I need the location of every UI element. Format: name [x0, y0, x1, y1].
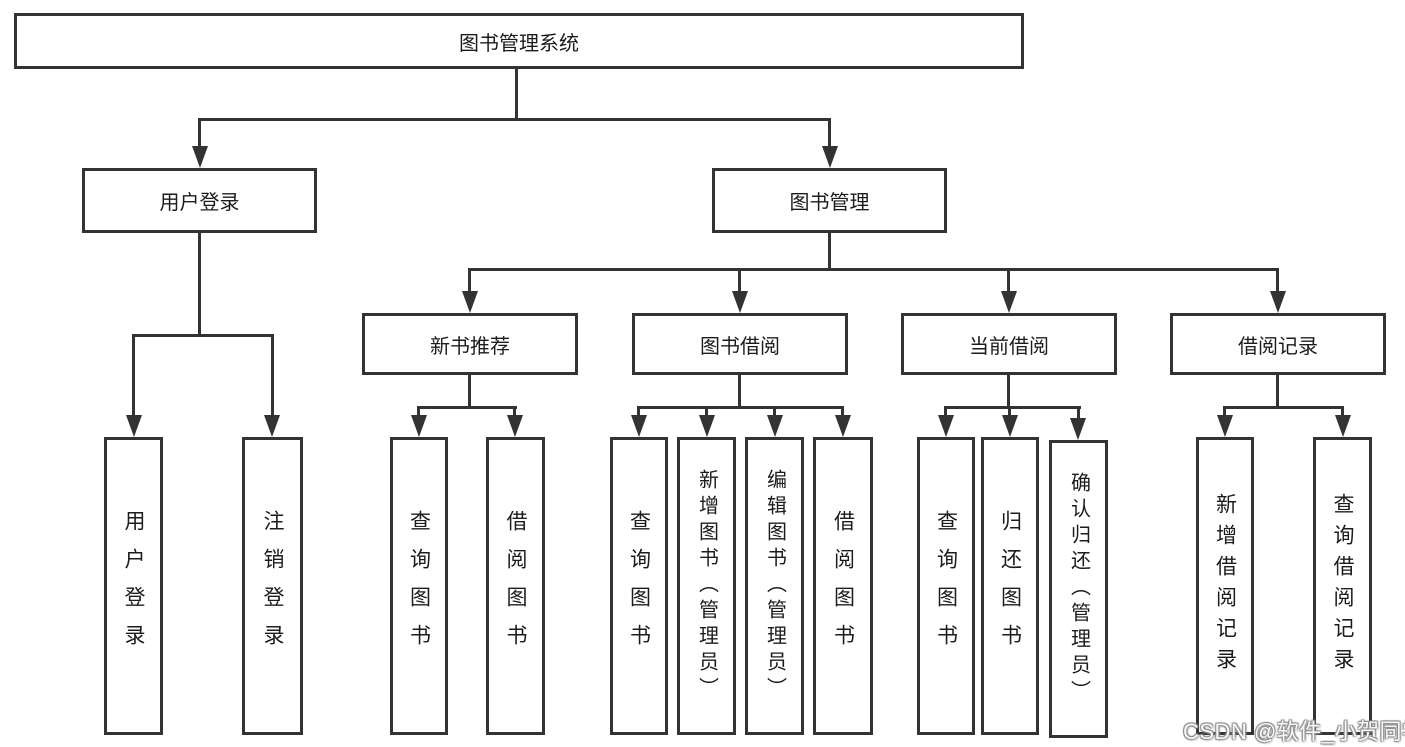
connector-line — [1223, 406, 1344, 409]
arrow-down-icon — [699, 415, 715, 437]
node-current-borrowing: 当前借阅 — [901, 313, 1117, 375]
connector-line — [515, 69, 518, 121]
arrow-down-icon — [938, 415, 954, 437]
connector-line — [1007, 375, 1010, 409]
node-label: 查询图书 — [627, 510, 651, 662]
arrow-down-icon — [192, 146, 208, 168]
connector-line — [705, 406, 708, 420]
node-label: 当前借阅 — [969, 335, 1049, 358]
arrow-down-icon — [1270, 291, 1286, 313]
connector-line — [738, 375, 741, 409]
connector-line — [198, 233, 201, 334]
node-label: 借阅图书 — [831, 510, 855, 662]
node-user-login: 用户登录 — [82, 168, 317, 233]
node-leaf-user-login: 用户登录 — [104, 437, 163, 735]
node-label: 查询借阅记录 — [1331, 493, 1354, 679]
node-leaf-query-borrow-record: 查询借阅记录 — [1313, 437, 1372, 735]
node-leaf-add-borrow-record: 新增借阅记录 — [1196, 437, 1254, 735]
connector-line — [1223, 406, 1226, 420]
arrow-down-icon — [264, 415, 280, 437]
node-leaf-borrow-books-recommend: 借阅图书 — [486, 437, 545, 735]
connector-line — [1341, 406, 1344, 420]
arrow-down-icon — [835, 415, 851, 437]
node-new-book-recommend: 新书推荐 — [362, 313, 578, 375]
node-label: 图书借阅 — [700, 335, 780, 358]
arrow-down-icon — [462, 291, 478, 313]
node-leaf-query-books-recommend: 查询图书 — [390, 437, 448, 735]
arrow-down-icon — [1070, 418, 1086, 440]
arrow-down-icon — [1335, 415, 1351, 437]
connector-line — [828, 118, 831, 152]
node-borrowing-records: 借阅记录 — [1170, 313, 1386, 375]
arrow-down-icon — [1217, 415, 1233, 437]
connector-line — [944, 406, 1081, 409]
connector-line — [1276, 375, 1279, 409]
node-leaf-confirm-return-admin: 确认归还（管理员） — [1049, 440, 1108, 738]
arrow-down-icon — [507, 415, 523, 437]
node-label: 编辑图书（管理员） — [763, 469, 786, 703]
node-label: 注销登录 — [261, 510, 284, 662]
connector-line — [468, 268, 1279, 271]
connector-line — [738, 268, 741, 294]
arrow-down-icon — [767, 415, 783, 437]
node-label: 确认归还（管理员） — [1067, 472, 1090, 706]
connector-line — [1276, 268, 1279, 294]
node-label: 新增借阅记录 — [1213, 493, 1237, 679]
arrow-down-icon — [822, 146, 838, 168]
arrow-down-icon — [126, 415, 142, 437]
connector-line — [468, 375, 471, 409]
node-leaf-query-books-current: 查询图书 — [917, 437, 975, 735]
arrow-down-icon — [1002, 415, 1018, 437]
node-label: 新书推荐 — [430, 335, 510, 358]
connector-line — [198, 118, 831, 121]
node-label: 新增图书（管理员） — [695, 469, 718, 703]
connector-line — [271, 334, 274, 419]
connector-line — [944, 406, 947, 420]
connector-line — [637, 406, 640, 420]
connector-line — [773, 406, 776, 420]
node-library-management-system: 图书管理系统 — [14, 13, 1024, 69]
connector-line — [513, 406, 516, 420]
node-leaf-borrow-books-borrowing: 借阅图书 — [813, 437, 873, 735]
connector-line — [468, 268, 471, 294]
connector-line — [828, 233, 831, 268]
connector-line — [1077, 406, 1080, 422]
node-label: 借阅图书 — [504, 510, 527, 662]
connector-line — [417, 406, 420, 420]
connector-line — [637, 406, 844, 409]
node-label: 用户登录 — [122, 510, 145, 662]
node-label: 查询图书 — [407, 510, 431, 662]
node-label: 归还图书 — [998, 510, 1022, 662]
node-label: 查询图书 — [934, 510, 958, 662]
connector-line — [417, 406, 517, 409]
node-leaf-return-books: 归还图书 — [981, 437, 1039, 735]
node-label: 用户登录 — [159, 192, 240, 214]
connector-line — [841, 406, 844, 420]
connector-line — [1008, 406, 1011, 420]
node-leaf-edit-books-admin: 编辑图书（管理员） — [745, 437, 804, 735]
node-book-management: 图书管理 — [712, 168, 947, 233]
arrow-down-icon — [631, 415, 647, 437]
connector-line — [198, 118, 201, 152]
node-label: 借阅记录 — [1238, 335, 1318, 358]
node-leaf-query-books-borrowing: 查询图书 — [610, 437, 668, 735]
connector-line — [132, 334, 135, 419]
csdn-watermark: CSDN @软件_小贺同学 — [1183, 719, 1405, 744]
node-book-borrowing: 图书借阅 — [632, 313, 848, 375]
node-label: 图书管理 — [789, 192, 870, 214]
connector-line — [1007, 268, 1010, 294]
node-label: 图书管理系统 — [459, 32, 579, 55]
node-leaf-add-books-admin: 新增图书（管理员） — [677, 437, 736, 735]
arrow-down-icon — [732, 291, 748, 313]
node-leaf-logout: 注销登录 — [242, 437, 303, 735]
connector-line — [132, 334, 274, 337]
arrow-down-icon — [1001, 291, 1017, 313]
arrow-down-icon — [411, 415, 427, 437]
